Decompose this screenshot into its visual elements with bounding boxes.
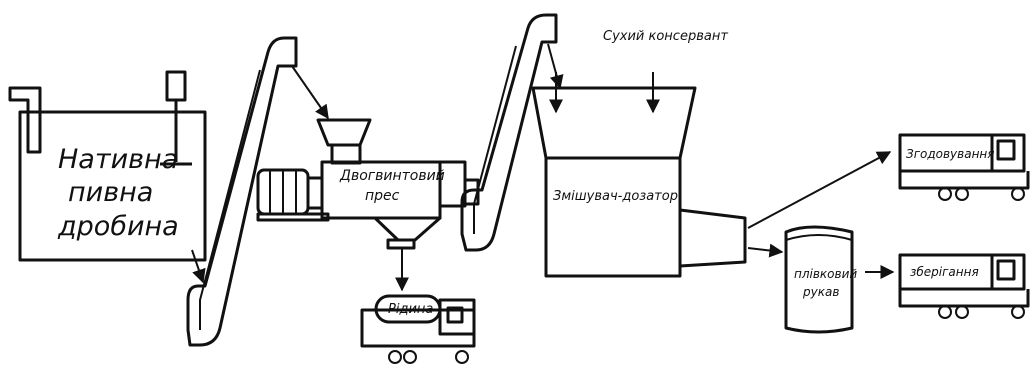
raw-material-label-line1: Нативна (58, 144, 178, 175)
arrow-mixer-to-feeding (747, 151, 892, 229)
screw-conveyor-2 (460, 13, 558, 252)
arrow-conveyor2-to-mixer (547, 43, 564, 90)
raw-material-label-line3: дробина (57, 211, 179, 242)
mixer-dispenser (531, 86, 747, 278)
arrow-conveyor-to-hopper (291, 65, 329, 120)
film-sleeve-label-line2: рукав (802, 285, 839, 299)
liquid-tanker-truck (360, 294, 476, 364)
feeding-label: Згодовування (906, 147, 995, 161)
storage-truck (898, 253, 1030, 319)
film-sleeve-label-line1: плівковий (794, 267, 857, 281)
preservative-label: Сухий консервант (603, 29, 728, 44)
press-label-line2: прес (365, 188, 400, 204)
raw-material-label-line2: пивна (68, 177, 153, 208)
press-label-line1: Двогвинтовий (339, 168, 445, 184)
liquid-label: Рідина (388, 302, 433, 317)
screw-conveyor-1 (186, 36, 298, 347)
feeding-truck (898, 133, 1030, 201)
storage-label: зберігання (910, 265, 979, 279)
twin-screw-press (256, 118, 480, 250)
arrow-tank-to-conveyor (191, 249, 206, 284)
mixer-label: Змішувач-дозатор (553, 189, 678, 204)
raw-material-tank (8, 70, 207, 262)
arrow-mixer-to-sleeve (747, 243, 784, 258)
film-sleeve-bag (784, 225, 854, 334)
